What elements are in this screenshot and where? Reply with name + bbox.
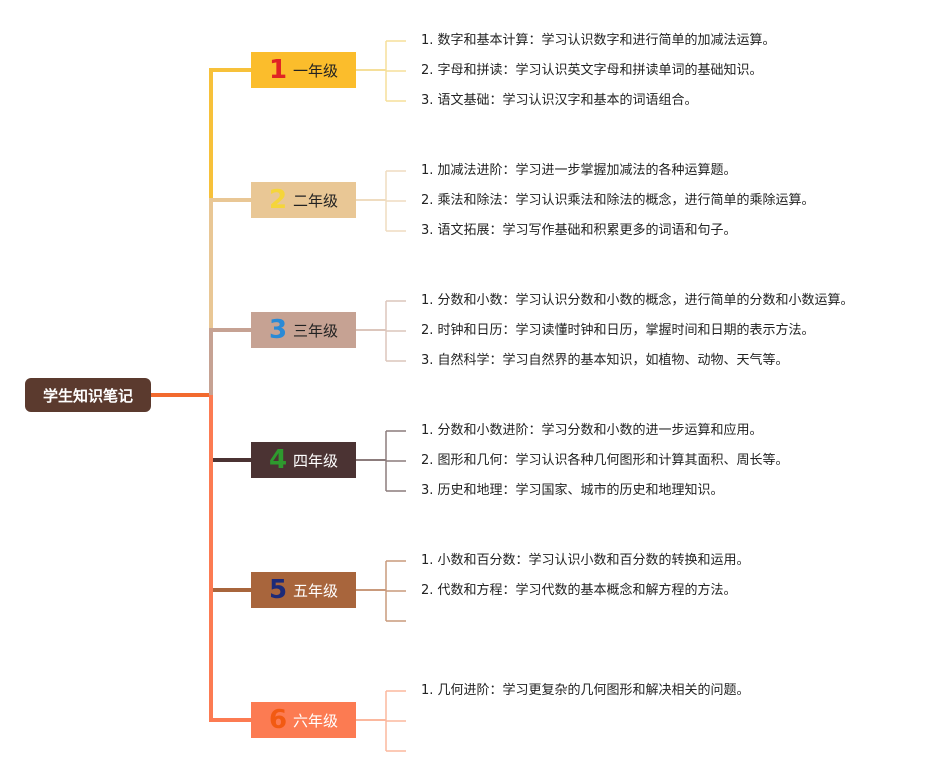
grade-node-5[interactable]: 5 五年级 [251,572,356,608]
grade-node-4[interactable]: 4 四年级 [251,442,356,478]
root-label: 学生知识笔记 [42,386,133,405]
grade-node-6[interactable]: 6 六年级 [251,702,356,738]
grade-name: 一年级 [293,61,339,80]
grade-number: 4 [268,445,288,475]
knowledge-item: 3. 语文拓展：学习写作基础和积累更多的词语和句子。 [421,223,737,238]
knowledge-item: 3. 语文基础：学习认识汉字和基本的词语组合。 [421,93,698,108]
grade-name: 五年级 [293,581,339,600]
grade-number: 5 [268,575,288,605]
knowledge-item: 2. 乘法和除法：学习认识乘法和除法的概念，进行简单的乘除运算。 [421,193,815,208]
grade-node-1[interactable]: 1 一年级 [251,52,356,88]
grade-number: 2 [268,185,288,215]
grade-number: 3 [268,315,288,345]
knowledge-item: 1. 分数和小数进阶：学习分数和小数的进一步运算和应用。 [421,423,763,438]
knowledge-item: 2. 时钟和日历：学习读懂时钟和日历，掌握时间和日期的表示方法。 [421,323,815,338]
knowledge-item: 1. 小数和百分数：学习认识小数和百分数的转换和运用。 [421,553,750,568]
grade-name: 二年级 [293,191,339,210]
knowledge-item: 2. 代数和方程：学习代数的基本概念和解方程的方法。 [421,583,737,598]
grade-node-2[interactable]: 2 二年级 [251,182,356,218]
knowledge-item: 3. 历史和地理：学习国家、城市的历史和地理知识。 [421,483,724,498]
knowledge-item: 1. 几何进阶：学习更复杂的几何图形和解决相关的问题。 [421,683,750,698]
knowledge-item: 3. 自然科学：学习自然界的基本知识，如植物、动物、天气等。 [421,353,789,368]
grade-name: 六年级 [293,711,339,730]
knowledge-item: 1. 数字和基本计算：学习认识数字和进行简单的加减法运算。 [421,33,776,48]
root-node[interactable]: 学生知识笔记 [25,378,151,412]
grade-name: 三年级 [293,321,339,340]
grade-name: 四年级 [293,451,339,470]
grade-node-3[interactable]: 3 三年级 [251,312,356,348]
grade-number: 6 [268,705,288,735]
knowledge-item: 2. 图形和几何：学习认识各种几何图形和计算其面积、周长等。 [421,453,789,468]
grade-number: 1 [268,55,288,85]
knowledge-item: 1. 加减法进阶：学习进一步掌握加减法的各种运算题。 [421,163,737,178]
knowledge-item: 2. 字母和拼读：学习认识英文字母和拼读单词的基础知识。 [421,63,763,78]
knowledge-item: 1. 分数和小数：学习认识分数和小数的概念，进行简单的分数和小数运算。 [421,293,854,308]
